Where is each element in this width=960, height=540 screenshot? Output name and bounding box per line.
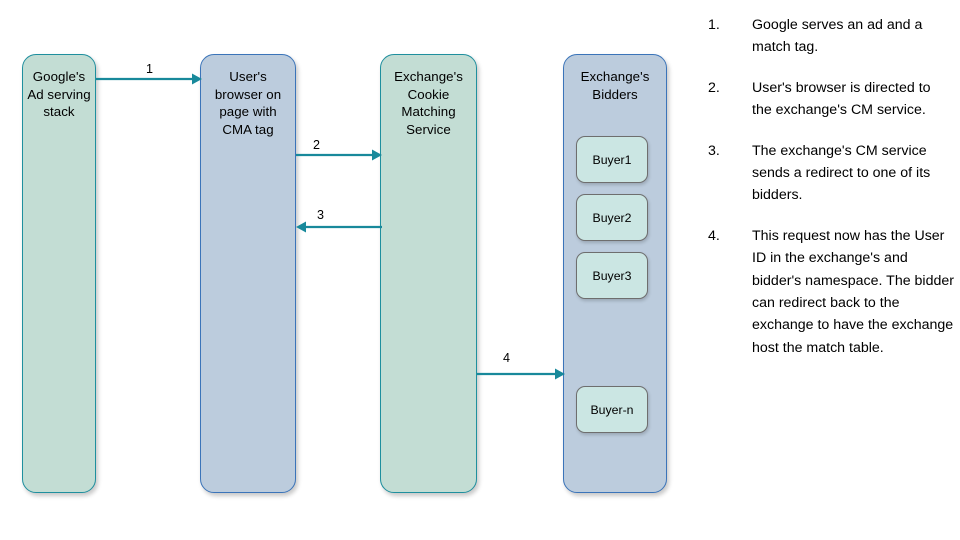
arrow-2-label: 2 [313,138,321,152]
buyer-box[interactable]: Buyer1 [576,136,648,183]
arrow-4-icon [477,368,565,380]
buyer-box[interactable]: Buyer2 [576,194,648,241]
buyer-label: Buyer3 [592,268,632,283]
buyer-box[interactable]: Buyer-n [576,386,648,433]
arrow-4-label: 4 [503,351,511,365]
arrow-1-label: 1 [146,62,154,76]
buyer-box[interactable]: Buyer3 [576,252,648,299]
list-item-number: 3. [708,142,720,159]
list-item-number: 4. [708,227,720,244]
buyer-label: Buyer-n [590,402,634,417]
arrow-3-icon [296,221,382,233]
list-item: 3. The exchange's CM service sends a red… [708,140,954,207]
list-item-text: Google serves an ad and a match tag. [752,17,923,56]
list-item: 4. This request now has the User ID in t… [708,225,954,359]
buyer-label: Buyer2 [592,210,632,225]
list-item-text: This request now has the User ID in the … [752,227,954,356]
list-item: 1. Google serves an ad and a match tag. [708,14,954,59]
list-item: 2. User's browser is directed to the exc… [708,77,954,122]
list-item-text: User's browser is directed to the exchan… [752,79,931,119]
steps-list: 1. Google serves an ad and a match tag. … [708,14,954,377]
list-item-number: 1. [708,17,720,33]
list-item-number: 2. [708,79,720,96]
arrow-3-label: 3 [317,208,325,222]
buyer-label: Buyer1 [592,152,632,167]
list-item-text: The exchange's CM service sends a redire… [752,142,931,204]
arrow-2-icon [296,149,382,161]
